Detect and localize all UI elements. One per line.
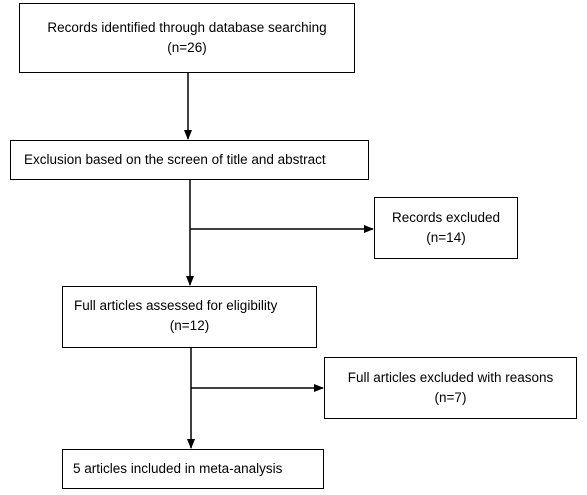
screening-text: Exclusion based on the screen of title a…	[24, 152, 326, 167]
records-identified-text: Records identified through database sear…	[47, 20, 327, 35]
records-excluded-text: Records excluded	[391, 210, 501, 225]
eligibility-count: (n=12)	[169, 318, 210, 333]
records-identified-count: (n=26)	[167, 40, 207, 55]
full-excluded-text: Full articles excluded with reasons	[347, 370, 554, 385]
screening-box: Exclusion based on the screen of title a…	[10, 140, 369, 180]
eligibility-box: Full articles assessed for eligibility (…	[62, 286, 317, 348]
full-excluded-box: Full articles excluded with reasons (n=7…	[324, 357, 577, 419]
included-box: 5 articles included in meta-analysis	[62, 449, 324, 489]
full-excluded-count: (n=7)	[434, 390, 467, 405]
records-identified-box: Records identified through database sear…	[19, 3, 355, 73]
records-excluded-count: (n=14)	[426, 230, 466, 245]
eligibility-text: Full articles assessed for eligibility	[74, 298, 278, 313]
included-text: 5 articles included in meta-analysis	[73, 461, 283, 476]
records-excluded-box: Records excluded (n=14)	[374, 197, 518, 259]
